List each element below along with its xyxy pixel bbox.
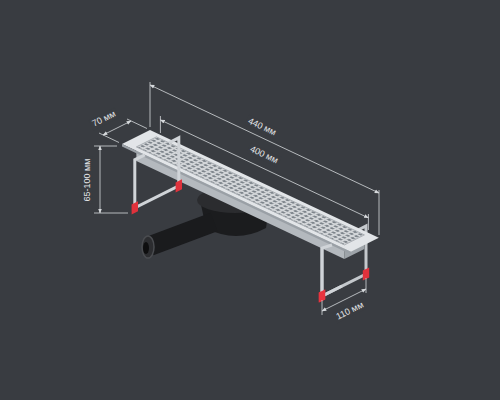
flange-top xyxy=(122,130,379,252)
dimension-label: 400 мм xyxy=(246,143,281,167)
dimension-lines xyxy=(94,82,379,315)
dimension-label: 65-100 мм xyxy=(82,157,93,204)
flange-edge xyxy=(122,144,351,254)
leg-bracket xyxy=(319,238,342,303)
dimension-label: 70 мм xyxy=(89,108,120,131)
dimension-label: 110 мм xyxy=(333,299,368,324)
leg-bracket xyxy=(132,136,182,214)
dimension-label: 440 мм xyxy=(244,115,279,139)
